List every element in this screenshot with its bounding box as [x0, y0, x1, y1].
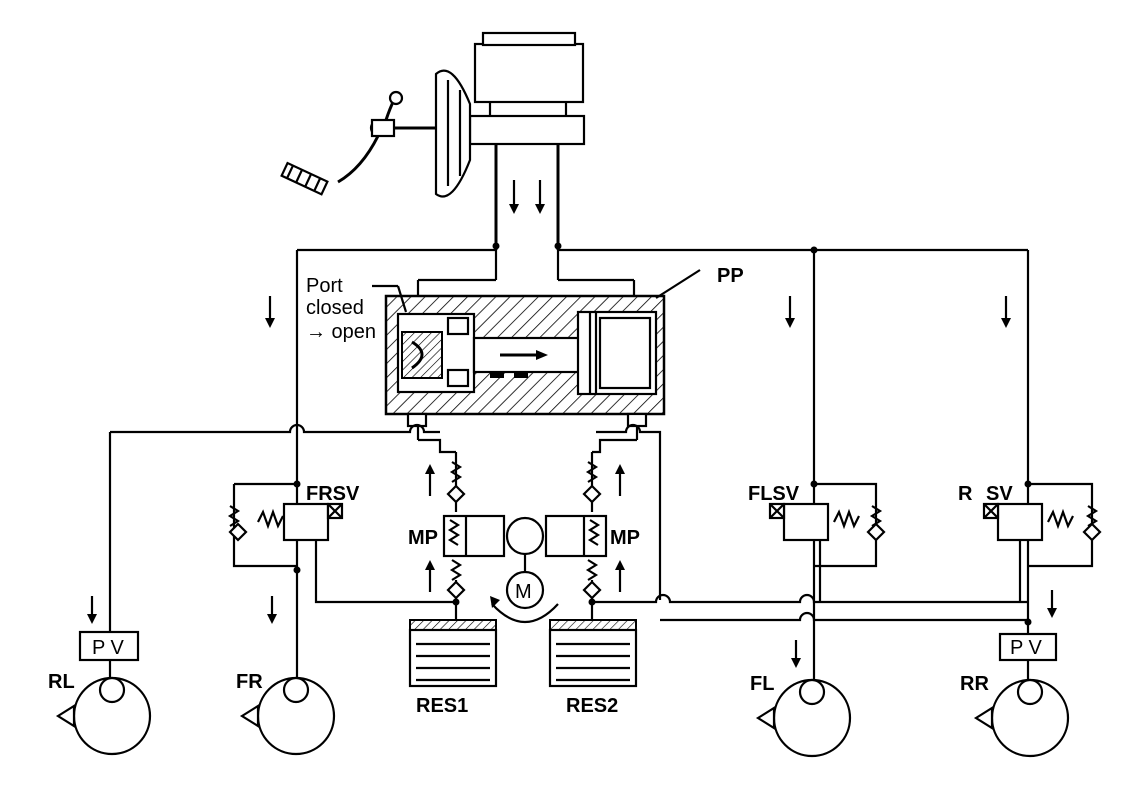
label-mp-left: MP [408, 527, 438, 549]
label-rsv-sv: SV [986, 483, 1013, 505]
master-cylinder-assembly [280, 31, 586, 250]
wheel-fr [239, 676, 336, 756]
label-port-line1: Port [306, 275, 343, 297]
master-cylinder-reservoir [473, 42, 585, 104]
pressure-piston-block [384, 294, 666, 428]
primary-circuit-lines [265, 242, 1030, 500]
label-res2: RES2 [566, 695, 618, 717]
label-rsv-r: R [958, 483, 973, 505]
pump-motor [505, 570, 545, 610]
wheel-rl [55, 676, 152, 756]
rsv-valve [982, 482, 1102, 568]
label-motor: M [515, 581, 532, 603]
wheel-rr [973, 678, 1070, 758]
label-pp: PP [717, 265, 744, 287]
label-frsv: FRSV [306, 483, 360, 505]
frsv-valve [227, 482, 344, 568]
reservoir-res1 [408, 619, 498, 688]
pp-leader [655, 269, 701, 299]
brake-pedal [280, 161, 329, 196]
label-fr: FR [236, 671, 263, 693]
label-port-line3: → open [306, 321, 376, 343]
label-rr: RR [960, 673, 989, 695]
pedal-mount-bolt [388, 90, 404, 106]
label-pv-left: P V [92, 637, 125, 659]
port-callout [372, 284, 408, 313]
label-pv-right: P V [1010, 637, 1043, 659]
distribution-lines [108, 420, 1032, 680]
reservoir-res2 [548, 619, 638, 688]
pump-motor-assembly [425, 461, 625, 624]
label-fl: FL [750, 673, 774, 695]
label-rl: RL [48, 671, 75, 693]
pump-left [442, 514, 506, 558]
label-res1: RES1 [416, 695, 468, 717]
pump-eccentric [505, 516, 545, 556]
reservoir-cap [481, 31, 577, 47]
master-cylinder-body [468, 114, 586, 146]
label-mp-right: MP [610, 527, 640, 549]
label-port-line2: closed [306, 297, 364, 319]
wheel-fl [755, 678, 852, 758]
pv-right [998, 632, 1058, 662]
flsv-valve [768, 482, 886, 568]
label-flsv: FLSV [748, 483, 800, 505]
brake-booster [434, 69, 472, 198]
